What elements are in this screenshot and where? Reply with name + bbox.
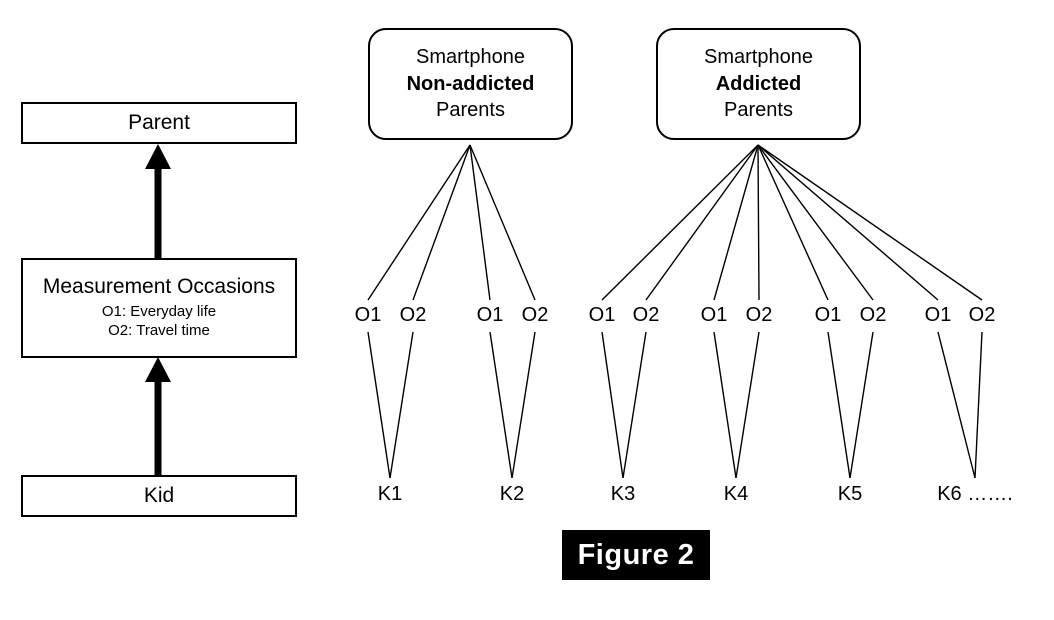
occasion-node-7: O1 — [700, 304, 728, 326]
edge-occasion-to-kid — [849, 331, 874, 479]
kid-node-5: K5 — [837, 483, 863, 505]
group-addicted-line1: Smartphone — [704, 46, 813, 69]
edge-occasion-to-kid — [735, 331, 760, 479]
occasion-to-kid-edges — [367, 331, 983, 479]
occasion-node-4: O2 — [521, 304, 549, 326]
measurement-occasions-box: Measurement Occasions O1: Everyday life … — [21, 258, 297, 358]
group-addicted-line2: Addicted — [715, 72, 802, 95]
group-addicted-line3: Parents — [724, 99, 793, 122]
edge-addicted-to-occasion — [757, 144, 939, 301]
occasion-node-12: O2 — [968, 304, 996, 326]
edge-occasion-to-kid — [622, 331, 647, 479]
edge-addicted-to-occasion — [645, 144, 759, 301]
occasion-node-2: O2 — [399, 304, 427, 326]
edge-addicted-to-occasion — [757, 144, 760, 301]
occasion-node-11: O1 — [924, 304, 952, 326]
edge-nonaddicted-to-occasion — [469, 144, 491, 301]
edge-occasion-to-kid — [827, 331, 851, 479]
kid-node-6: K6 ……. — [937, 483, 1013, 505]
occasion-node-6: O2 — [632, 304, 660, 326]
measurement-occasions-label: Measurement Occasions — [42, 275, 276, 299]
edge-nonaddicted-to-occasion — [367, 144, 471, 301]
occasion-o2-description: O2: Travel time — [108, 322, 210, 340]
edge-occasion-to-kid — [489, 331, 513, 479]
edge-occasion-to-kid — [937, 331, 976, 479]
kid-to-measurement-arrow — [145, 357, 171, 475]
edge-addicted-to-occasion — [757, 144, 829, 301]
edge-occasion-to-kid — [367, 331, 391, 479]
group-box-addicted-parents: Smartphone Addicted Parents — [656, 28, 861, 140]
occasion-o1-description: O1: Everyday life — [101, 302, 217, 320]
edge-nonaddicted-to-occasion — [469, 144, 536, 301]
parent-level-label: Parent — [128, 110, 190, 134]
edge-occasion-to-kid — [601, 331, 624, 479]
occasion-node-5: O1 — [588, 304, 616, 326]
figure-caption: Figure 2 — [562, 530, 710, 580]
group-box-nonaddicted-parents: Smartphone Non-addicted Parents — [368, 28, 573, 140]
edge-occasion-to-kid — [713, 331, 737, 479]
kid-level-box: Kid — [21, 475, 297, 517]
occasion-node-3: O1 — [476, 304, 504, 326]
edge-occasion-to-kid — [511, 331, 536, 479]
parent-level-box: Parent — [21, 102, 297, 144]
edge-occasion-to-kid — [974, 331, 983, 479]
kid-node-1: K1 — [377, 483, 403, 505]
edge-addicted-to-occasion — [757, 144, 983, 301]
kid-level-label: Kid — [143, 483, 175, 507]
group-nonaddicted-line1: Smartphone — [416, 46, 525, 69]
edge-addicted-to-occasion — [713, 144, 759, 301]
occasion-node-9: O1 — [814, 304, 842, 326]
occasion-node-10: O2 — [859, 304, 887, 326]
edge-addicted-to-occasion — [601, 144, 759, 301]
kid-node-2: K2 — [499, 483, 525, 505]
edge-occasion-to-kid — [389, 331, 414, 479]
edge-addicted-to-occasion — [757, 144, 874, 301]
group-nonaddicted-line2: Non-addicted — [406, 72, 535, 95]
kid-node-3: K3 — [610, 483, 636, 505]
kid-node-4: K4 — [723, 483, 749, 505]
edge-nonaddicted-to-occasion — [412, 144, 471, 301]
measurement-to-parent-arrow — [145, 144, 171, 258]
occasion-node-1: O1 — [354, 304, 382, 326]
group-to-occasion-edges — [367, 144, 983, 301]
occasion-node-8: O2 — [745, 304, 773, 326]
group-nonaddicted-line3: Parents — [436, 99, 505, 122]
